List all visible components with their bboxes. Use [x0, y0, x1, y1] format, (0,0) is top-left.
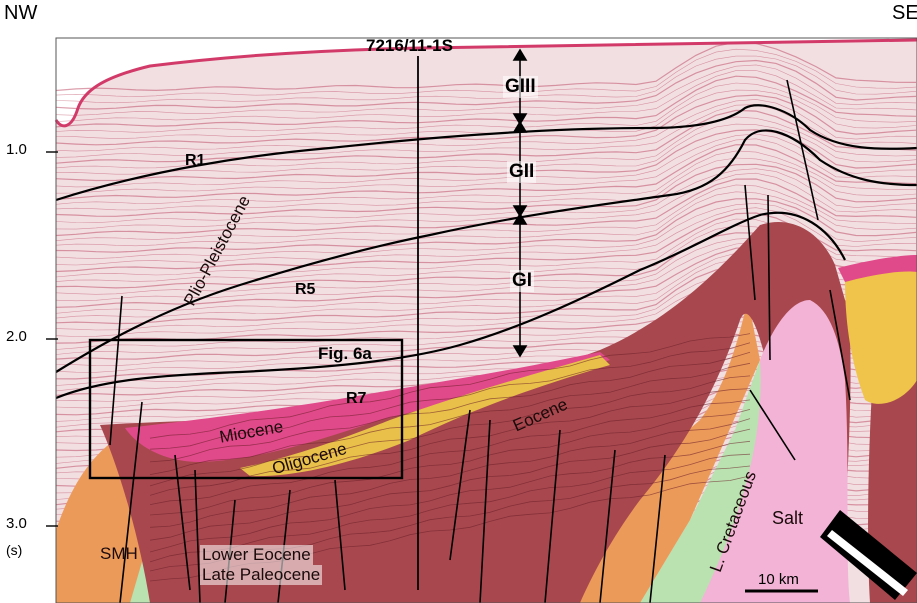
late-paleocene-label: Late Paleocene	[200, 565, 322, 585]
se-label: SE	[892, 2, 917, 25]
horizon-r1-label: R1	[185, 152, 205, 170]
scale-bar-label: 10 km	[758, 571, 799, 588]
unit-giii-label: GIII	[503, 76, 538, 98]
nw-label: NW	[4, 2, 37, 25]
time-unit: (s)	[6, 542, 22, 558]
lower-eocene-label: Lower Eocene	[200, 545, 313, 565]
tick-label: 3.0	[6, 515, 27, 532]
tick-label: 1.0	[6, 141, 27, 158]
inset-label: Fig. 6a	[318, 344, 372, 364]
salt-label: Salt	[772, 508, 803, 529]
unit-gii-label: GII	[507, 161, 536, 183]
horizon-r7-label: R7	[346, 390, 366, 408]
smh-label: SMH	[100, 544, 138, 564]
unit-gi-label: GI	[510, 270, 534, 292]
horizon-r5-label: R5	[295, 281, 315, 299]
well-name: 7216/11-1S	[366, 36, 453, 56]
tick-label: 2.0	[6, 328, 27, 345]
